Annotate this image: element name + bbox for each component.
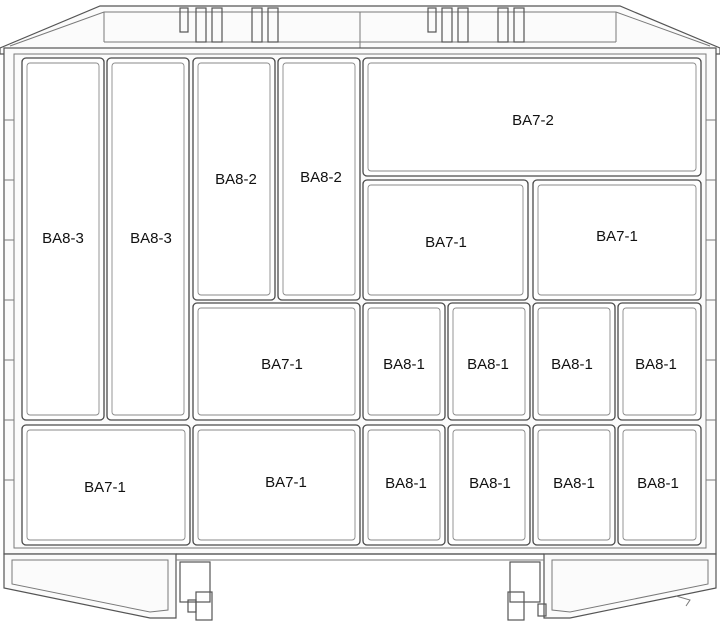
hinge-clips (179, 7, 525, 43)
compartment-label: BA8-3 (42, 230, 84, 247)
compartment-label: BA8-1 (467, 356, 509, 373)
compartment-ba8-3: BA8-3 (21, 57, 105, 421)
compartment-label: BA8-1 (469, 475, 511, 492)
compartment-ba7-1: BA7-1 (21, 424, 191, 546)
compartment-ba8-2: BA8-2 (192, 57, 276, 301)
compartment-label: BA8-2 (300, 169, 342, 186)
compartment-label: BA7-1 (84, 479, 126, 496)
compartment-ba7-1: BA7-1 (192, 424, 361, 546)
top-rim (0, 5, 720, 55)
compartment-ba7-1: BA7-1 (532, 179, 702, 301)
compartment-ba8-1: BA8-1 (362, 424, 446, 546)
compartment-ba8-1: BA8-1 (532, 302, 616, 421)
compartment-ba8-1: BA8-1 (447, 424, 531, 546)
compartment-label: BA7-1 (425, 234, 467, 251)
compartment-ba8-2: BA8-2 (277, 57, 361, 301)
compartment-ba8-1: BA8-1 (532, 424, 616, 546)
compartment-ba7-1: BA7-1 (192, 302, 361, 421)
compartment-ba8-1: BA8-1 (447, 302, 531, 421)
compartment-ba7-1: BA7-1 (362, 179, 529, 301)
compartment-ba8-3: BA8-3 (106, 57, 190, 421)
compartment-ba7-2: BA7-2 (362, 57, 702, 177)
compartment-label: BA8-3 (130, 230, 172, 247)
compartment-label: BA7-1 (596, 228, 638, 245)
compartment-label: BA7-1 (261, 356, 303, 373)
compartment-label: BA8-1 (383, 356, 425, 373)
compartment-label: BA8-1 (385, 475, 427, 492)
compartment-label: BA8-2 (215, 171, 257, 188)
compartment-label: BA8-1 (551, 356, 593, 373)
compartment-label: BA7-1 (265, 474, 307, 491)
compartments: BA8-3 BA8-3 BA8-2 BA8-2 BA7-2 BA7-1 (21, 57, 702, 546)
compartment-label: BA7-2 (512, 112, 554, 129)
compartment-label: BA8-1 (635, 356, 677, 373)
compartment-label: BA8-1 (553, 475, 595, 492)
compartment-ba8-1: BA8-1 (617, 302, 702, 421)
compartment-ba8-1: BA8-1 (617, 424, 702, 546)
compartment-label: BA8-1 (637, 475, 679, 492)
compartment-ba8-1: BA8-1 (362, 302, 446, 421)
bottom-latches (3, 553, 717, 621)
